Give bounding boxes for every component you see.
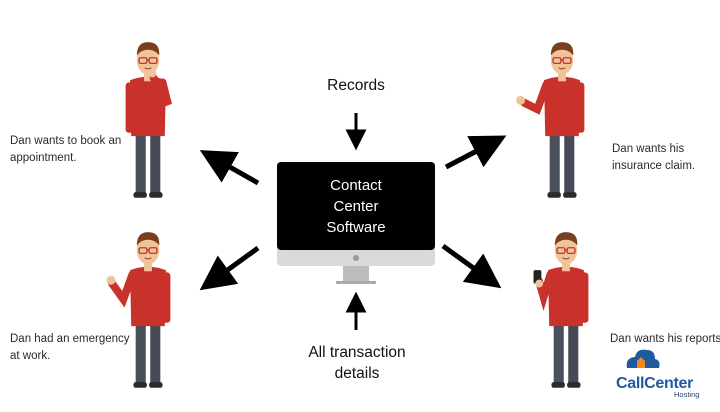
caption-line: Dan wants his reports. [610,333,720,345]
caption-book-appointment: Dan wants to book an appointment. [10,133,121,167]
arrow-to-bottom-left [199,245,260,291]
records-label: Records [327,77,385,94]
monitor-line-3: Software [326,219,386,236]
transaction-details-line-2: details [334,365,380,382]
caption-insurance-claim: Dan wants his insurance claim. [612,141,695,175]
monitor-text: Contact Center Software [277,175,435,238]
arrow-to-bottom-right [441,243,502,289]
transaction-details-label: All transaction details [286,342,428,384]
monitor-screen [277,162,435,250]
monitor-base [336,281,376,284]
logo-part-call: Call [616,375,645,392]
logo-cloud-icon [626,349,660,368]
monitor [277,162,435,284]
dan-thinking-figure [125,41,172,199]
arrow-to-top-left [199,150,260,186]
dan-phone-figure [533,231,589,389]
caption-line: Dan wants to book an [10,135,122,147]
logo-part-center: Center [644,375,694,392]
dan-gesturing-figure-bottom-left [106,231,171,389]
caption-emergency-at-work: Dan had an emergency at work. [10,331,130,365]
logo-wordmark: CallCenter [616,375,699,393]
monitor-stand [343,266,369,282]
caption-line: at work. [10,350,51,362]
monitor-line-2: Center [333,198,379,215]
caption-line: Dan had an emergency [10,333,130,345]
logo-subtitle: Hosting [674,390,700,399]
caption-line: appointment. [10,152,77,164]
monitor-line-1: Contact [330,177,382,194]
caption-line: insurance claim. [612,160,696,172]
monitor-power-dot [353,255,359,261]
callcenter-hosting-logo: CallCenter Hosting [616,375,699,399]
caption-wants-reports: Dan wants his reports. [610,331,720,348]
arrow-to-top-right [444,135,507,170]
caption-line: Dan wants his [612,143,685,155]
transaction-details-line-1: All transaction [308,344,406,361]
dan-gesturing-figure-top-right [516,41,585,199]
